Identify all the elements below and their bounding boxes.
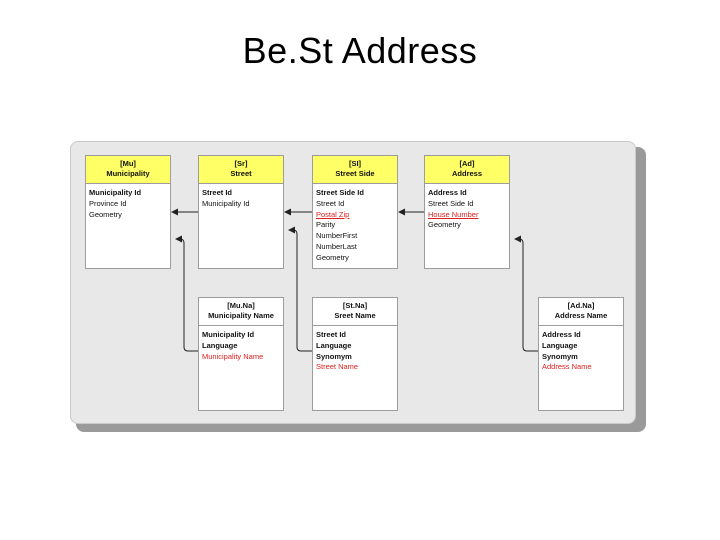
entity-field: Parity [316,220,336,230]
entity-code: [Mu.Na] [227,301,255,310]
entity-code: [St.Na] [342,301,368,310]
entity-field: Address Name [542,362,592,372]
entity-name: Street [230,169,252,178]
entity-field: Language [542,340,578,350]
entity-field: Synomym [542,351,578,361]
entity-field: Municipality Id [202,198,250,208]
entity-header: [Mu] Municipality [86,156,170,184]
entity-field: NumberLast [316,241,357,251]
entity-code: [SI] [348,159,362,168]
entity-field: Street Id [316,198,345,208]
entity-field: Language [316,340,352,350]
slide-title: Be.St Address [242,30,478,71]
entity-name: Address Name [554,311,608,320]
entity-name: Address [451,169,482,178]
entity-header: [Ad] Address [425,156,509,184]
entity-header: [Mu.Na] Municipality Name [199,298,283,326]
entity-field: Street Id [316,330,347,339]
entity-header: [Sr] Street [199,156,283,184]
entity-field: Municipality Name [202,351,264,361]
entity-code: [Ad] [459,159,475,168]
entity-field: Language [202,340,238,350]
entity-header: [St.Na] Sreet Name [313,298,397,326]
entity-field: Street Name [316,362,359,372]
entity-field: Geometry [89,209,122,219]
entity-field: Street Side Id [316,188,364,197]
entity-municipality-name: [Mu.Na] Municipality Name Municipality I… [198,297,284,411]
entity-field: Street Id [202,188,233,197]
entity-name: Municipality [106,169,150,178]
entity-code: [Ad.Na] [567,301,595,310]
entity-field: Address Id [542,330,581,339]
entity-code: [Mu] [120,159,136,168]
entity-header: [Ad.Na] Address Name [539,298,623,326]
entity-field: Synomym [316,351,352,361]
entity-name: Street Side [335,169,375,178]
entity-field: Address Id [428,188,467,197]
entity-name: Municipality Name [208,311,274,320]
entity-field: Province Id [89,198,127,208]
entity-header: [SI] Street Side [313,156,397,184]
entity-field: Municipality Id [202,330,255,339]
entity-field: NumberFirst [316,231,358,241]
entity-field: House Number [428,209,479,219]
entity-field: Geometry [316,252,349,262]
entity-name: Sreet Name [334,311,376,320]
entity-field: Municipality Id [89,188,142,197]
entity-code: [Sr] [234,159,248,168]
entity-field: Street Side Id [428,198,474,208]
entity-field: Geometry [428,220,461,230]
entity-field: Postal Zip [316,209,350,219]
